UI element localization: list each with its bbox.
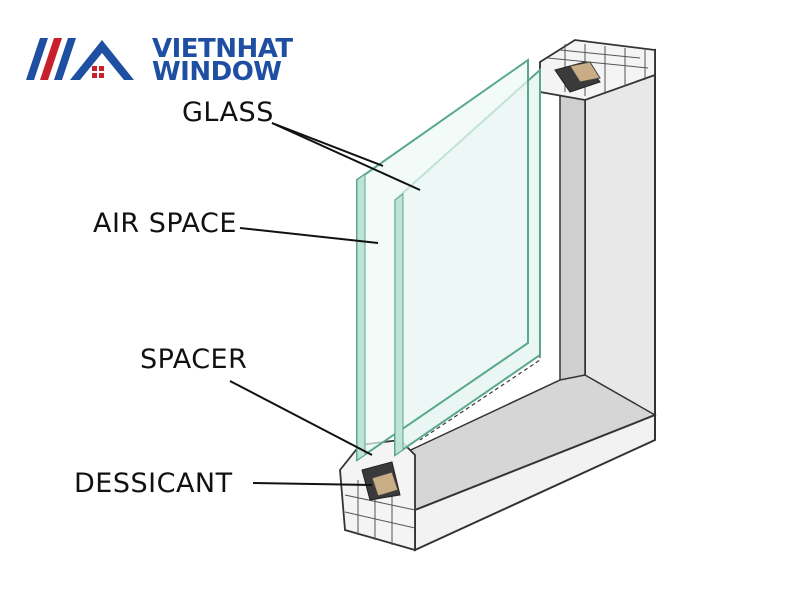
leader-glass-a xyxy=(271,122,384,167)
vietnhat-logo: VIETNHAT WINDOW xyxy=(26,36,296,86)
logo-text-line1: VIETNHAT xyxy=(152,34,293,64)
glass-pane-front-edge xyxy=(356,173,366,461)
label-dessicant: DESSICANT xyxy=(74,468,233,499)
leader-air-space xyxy=(239,227,379,244)
spacer-bottom xyxy=(371,471,399,497)
spacer-top xyxy=(569,61,601,83)
frame-top-profile xyxy=(539,39,656,101)
logo-roof-mark xyxy=(26,38,134,80)
leader-glass-b xyxy=(271,122,421,191)
leader-dessicant xyxy=(252,482,373,486)
leader-lines xyxy=(229,122,421,486)
label-glass: GLASS xyxy=(182,97,274,128)
glass-pane-back-edge xyxy=(394,193,404,456)
logo-text-line2: WINDOW xyxy=(152,57,282,87)
glass-pane-front xyxy=(356,58,529,462)
leader-spacer xyxy=(229,380,373,456)
label-spacer: SPACER xyxy=(140,344,248,375)
label-air-space: AIR SPACE xyxy=(93,208,237,239)
frame-bottom-profile xyxy=(339,439,416,552)
